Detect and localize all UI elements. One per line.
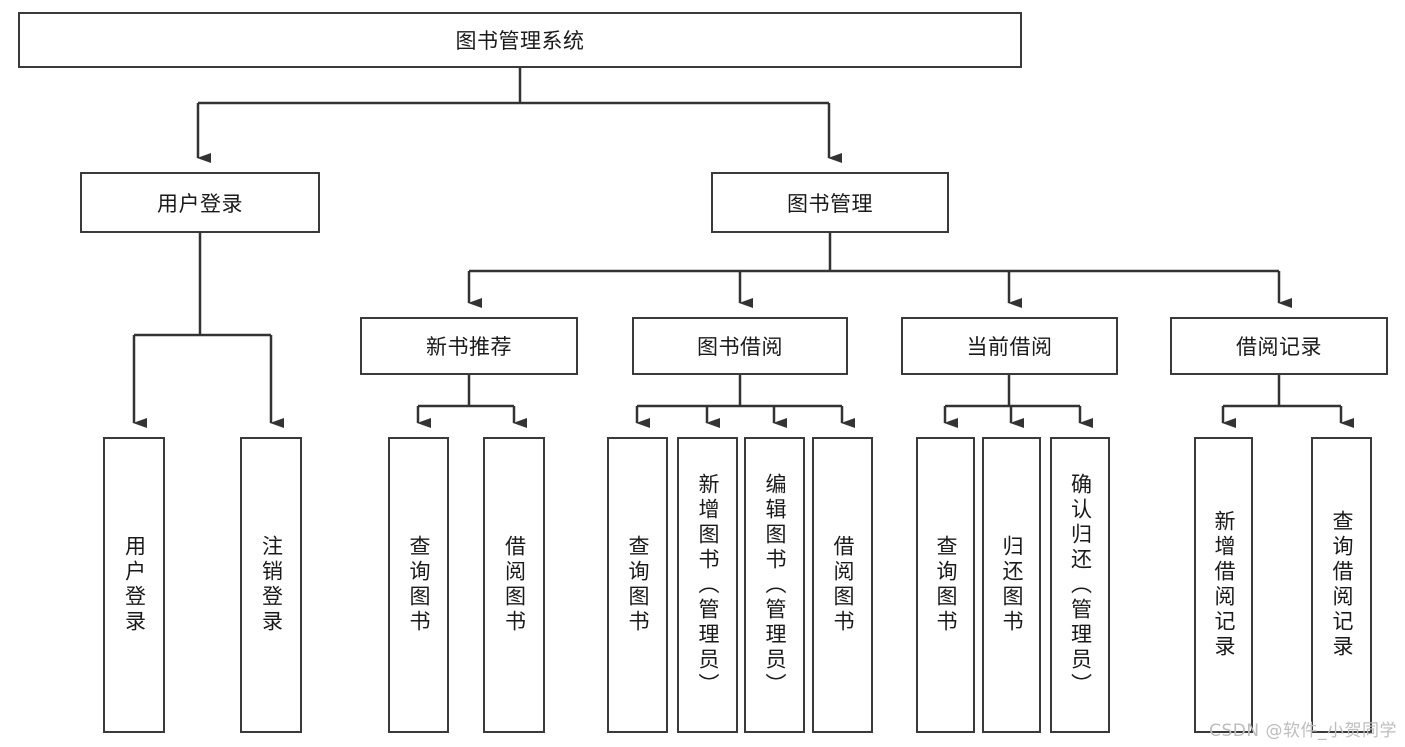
leaf-label: 注销登录: [259, 535, 284, 635]
leaf-label: 查询图书: [626, 535, 650, 635]
node-book-borrow-label: 图书借阅: [697, 335, 783, 359]
node-borrow-record[interactable]: 借阅记录: [1170, 317, 1388, 375]
leaf-user-login[interactable]: 用户登录: [103, 437, 165, 733]
leaf-query-book-current[interactable]: 查询图书: [916, 437, 975, 733]
node-current-borrow[interactable]: 当前借阅: [901, 317, 1118, 375]
node-book-borrow[interactable]: 图书借阅: [632, 317, 848, 375]
leaf-borrow-book-recommend[interactable]: 借阅图书: [483, 437, 545, 733]
leaf-label: 借阅图书: [831, 535, 855, 635]
leaf-add-book-admin[interactable]: 新增图书（管理员）: [677, 437, 738, 733]
leaf-query-borrow-record[interactable]: 查询借阅记录: [1311, 437, 1372, 733]
node-root[interactable]: 图书管理系统: [18, 12, 1022, 68]
leaf-query-book-borrow[interactable]: 查询图书: [607, 437, 668, 733]
leaf-add-borrow-record[interactable]: 新增借阅记录: [1194, 437, 1253, 733]
leaf-logout[interactable]: 注销登录: [240, 437, 302, 733]
leaf-return-book[interactable]: 归还图书: [982, 437, 1041, 733]
node-new-book-recommend[interactable]: 新书推荐: [360, 317, 578, 375]
node-root-label: 图书管理系统: [455, 29, 585, 53]
leaf-confirm-return-admin[interactable]: 确认归还（管理员）: [1050, 437, 1110, 733]
leaf-label: 查询借阅记录: [1330, 510, 1354, 660]
node-book-management-label: 图书管理: [787, 191, 873, 216]
leaf-label: 新增图书（管理员）: [696, 472, 720, 698]
leaf-borrow-book[interactable]: 借阅图书: [812, 437, 873, 733]
node-new-book-recommend-label: 新书推荐: [426, 335, 512, 359]
node-borrow-record-label: 借阅记录: [1236, 335, 1322, 359]
node-user-login-label: 用户登录: [157, 191, 243, 216]
leaf-query-book-recommend[interactable]: 查询图书: [388, 437, 449, 733]
leaf-label: 查询图书: [934, 535, 958, 635]
leaf-label: 用户登录: [122, 535, 147, 635]
node-user-login[interactable]: 用户登录: [80, 172, 320, 233]
leaf-label: 归还图书: [1000, 535, 1024, 635]
leaf-label: 编辑图书（管理员）: [763, 472, 787, 698]
leaf-label: 新增借阅记录: [1212, 510, 1236, 660]
leaf-label: 确认归还（管理员）: [1068, 472, 1093, 698]
node-book-management[interactable]: 图书管理: [711, 172, 949, 233]
leaf-label: 查询图书: [407, 535, 431, 635]
leaf-edit-book-admin[interactable]: 编辑图书（管理员）: [744, 437, 805, 733]
leaf-label: 借阅图书: [502, 535, 527, 635]
node-current-borrow-label: 当前借阅: [966, 335, 1053, 359]
